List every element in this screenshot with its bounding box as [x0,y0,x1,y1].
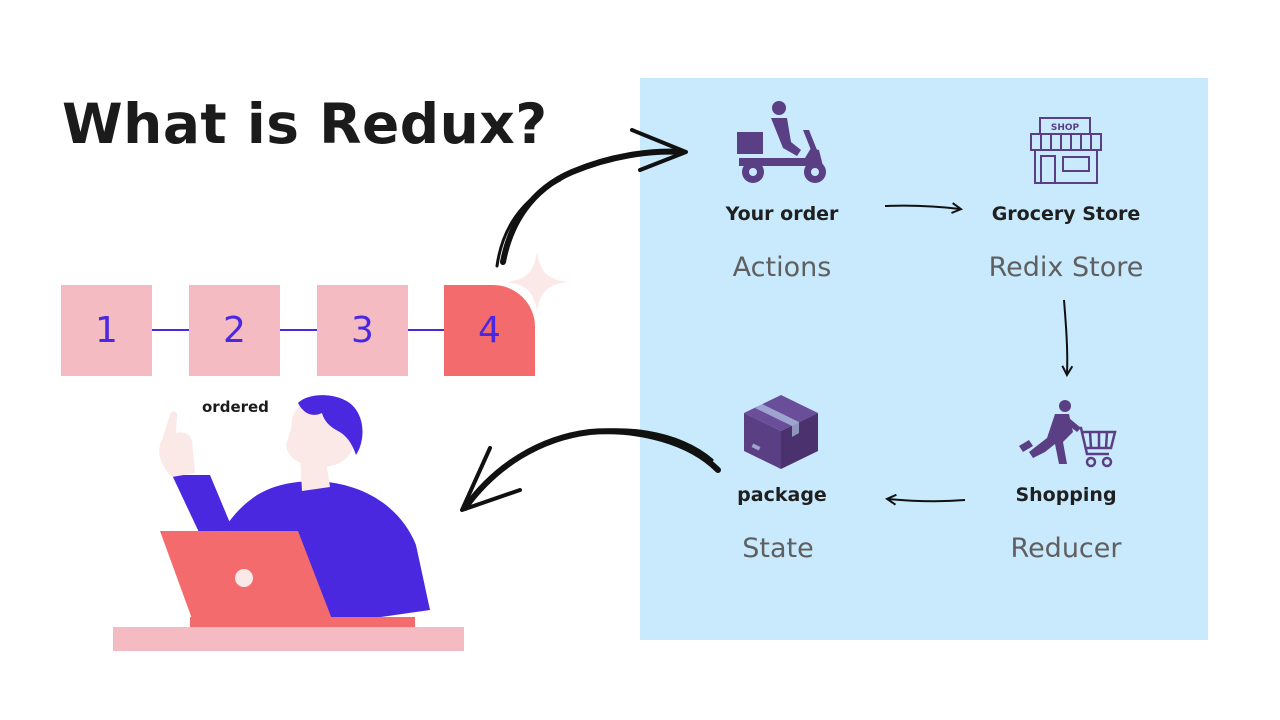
ordered-caption: ordered [202,398,269,416]
state-concept-label: State [742,533,814,564]
step-box-3: 3 [317,285,408,376]
step-box-2: 2 [189,285,280,376]
shopping-cart-icon [1019,400,1117,468]
actions-concept-label: Actions [732,252,832,283]
delivery-scooter-icon [737,101,826,183]
page-title: What is Redux? [62,92,548,156]
redux-flow-panel [640,78,1208,640]
shopping-label: Shopping [1015,484,1117,506]
arrow-step4-to-actions [495,128,688,268]
redix-store-concept-label: Redix Store [988,252,1144,283]
your-order-label: Your order [725,203,839,225]
arrow-actions-to-store [884,206,960,209]
svg-text:SHOP: SHOP [1051,123,1080,133]
step-connector [408,329,444,331]
step-box-1: 1 [61,285,152,376]
step-connector [280,329,317,331]
step-connector [152,329,189,331]
arrow-reducer-to-state [888,499,966,501]
package-box-icon [744,395,818,469]
reducer-concept-label: Reducer [1010,533,1122,564]
arrow-store-to-reducer [1064,299,1067,374]
step-box-4: 4 [444,285,535,376]
desk [113,627,464,651]
arrow-state-to-person [460,428,721,512]
grocery-store-label: Grocery Store [991,203,1141,225]
package-label: package [737,484,827,506]
shop-icon: SHOP [1030,117,1102,184]
person-laptop-illustration [113,395,464,651]
sparkle-icon [507,252,567,312]
